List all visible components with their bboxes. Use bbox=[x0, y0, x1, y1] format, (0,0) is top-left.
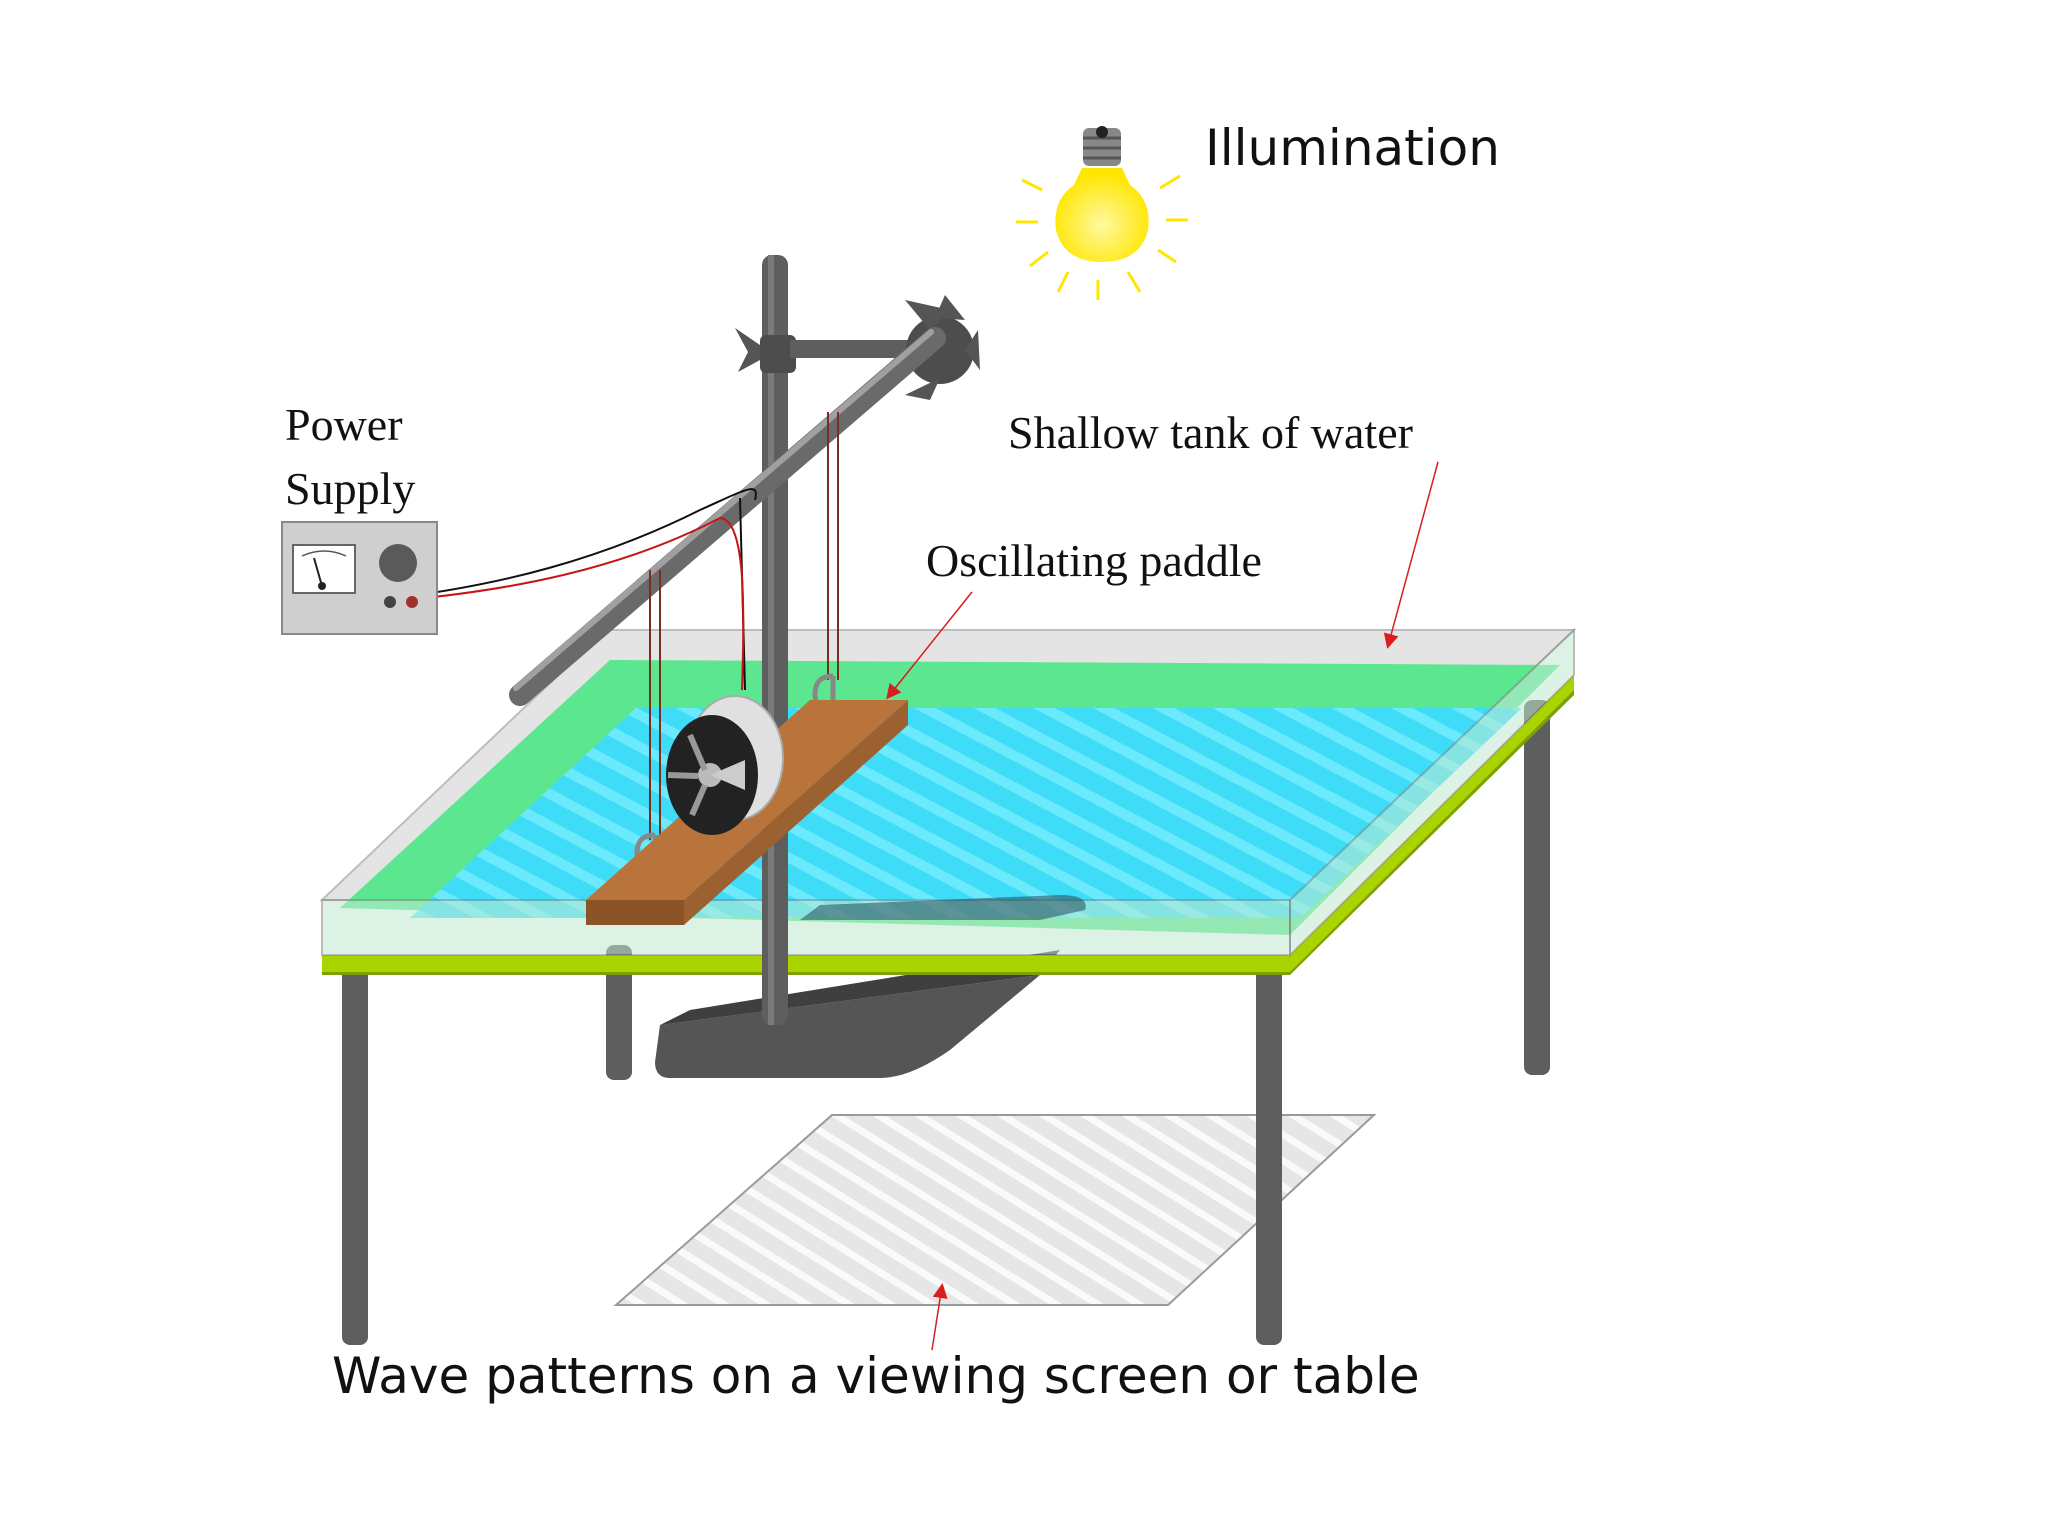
oscillating-paddle-label: Oscillating paddle bbox=[926, 535, 1262, 586]
illumination-label: Illumination bbox=[1205, 119, 1500, 177]
wires bbox=[394, 412, 839, 840]
arm-rod bbox=[509, 327, 946, 706]
power-supply-icon bbox=[281, 521, 438, 635]
clamp-icon bbox=[905, 295, 980, 400]
table-legs-back bbox=[606, 700, 1550, 1080]
light-bulb-icon bbox=[1016, 126, 1188, 300]
wave-patterns-label: Wave patterns on a viewing screen or tab… bbox=[332, 1347, 1420, 1405]
motor-icon bbox=[666, 695, 784, 835]
shallow-tank bbox=[319, 627, 1577, 958]
table-legs-front bbox=[342, 965, 1282, 1345]
annotation-arrows bbox=[886, 461, 1439, 1351]
viewing-screen bbox=[613, 1114, 1377, 1306]
power-supply-label-line2: Supply bbox=[285, 463, 415, 514]
shallow-tank-label: Shallow tank of water bbox=[1008, 407, 1413, 458]
power-supply-label-line1: Power bbox=[285, 399, 403, 450]
